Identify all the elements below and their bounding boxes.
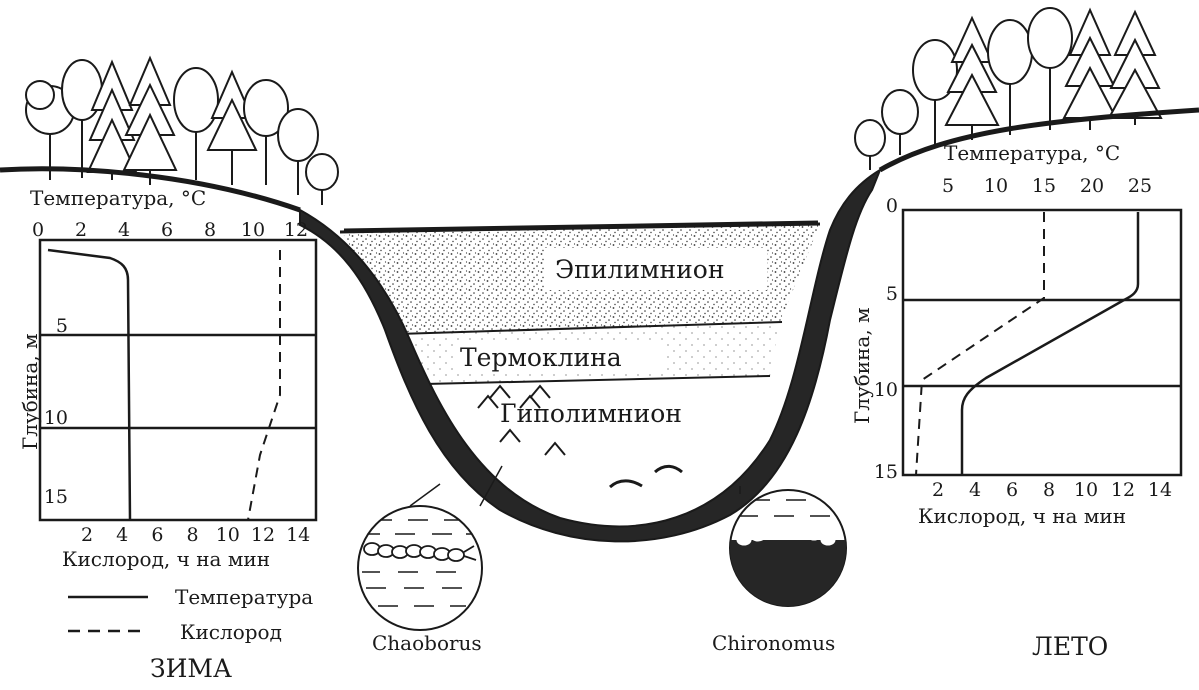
hypolimnion-layer (425, 376, 770, 489)
fir-tree-icon (1062, 7, 1118, 130)
winter-temp-tick-label: 12 (284, 219, 308, 241)
winter-depth-axis-label: Глубина, м (18, 333, 42, 450)
winter-temp-tick-label: 6 (161, 219, 173, 241)
winter-oxygen-tick-label: 8 (187, 524, 199, 546)
tree-icon (277, 108, 319, 195)
tree-icon (912, 39, 958, 145)
summer-depth-tick-label: 15 (874, 461, 898, 483)
summer-oxygen-axis-label: Кислород, ч на мин (918, 504, 1126, 528)
lake: Эпилимнион Термоклина Гиполимнион (0, 107, 1199, 543)
winter-oxygen-tick-label: 4 (116, 524, 128, 546)
chaoborus-label: Chaoborus (372, 631, 482, 655)
summer-oxygen-tick-label: 14 (1148, 479, 1172, 501)
summer-temp-tick-label: 5 (942, 175, 954, 197)
winter-temp-axis-label: Температура, °С (30, 186, 206, 210)
winter-depth-tick-label: 10 (44, 407, 68, 429)
summer-temp-tick-label: 20 (1080, 175, 1104, 197)
ground-right (878, 107, 1199, 173)
winter-depth-tick-label: 5 (56, 315, 68, 337)
chironomus-lens (729, 489, 847, 607)
chaoborus-lens (357, 505, 483, 631)
summer-season-label: ЛЕТО (1032, 632, 1108, 661)
summer-depth-ticks: 0 5 10 15 (874, 195, 898, 483)
chaoborus-larva-icon (363, 542, 477, 562)
winter-oxygen-tick-label: 2 (81, 524, 93, 546)
summer-oxygen-tick-label: 2 (932, 479, 944, 501)
winter-oxygen-line (247, 250, 281, 521)
summer-temp-tick-label: 15 (1032, 175, 1056, 197)
summer-oxygen-tick-label: 6 (1006, 479, 1018, 501)
winter-oxygen-tick-label: 6 (151, 524, 163, 546)
summer-temp-ticks: 5 10 15 20 25 (942, 175, 1152, 197)
hypolimnion-label: Гиполимнион (500, 399, 682, 428)
summer-oxygen-tick-label: 4 (969, 479, 981, 501)
thermocline-label: Термоклина (460, 343, 622, 372)
chironomus-larva-icon (736, 527, 836, 546)
summer-oxygen-line (915, 212, 1045, 476)
summer-oxygen-tick-label: 8 (1043, 479, 1055, 501)
summer-oxygen-ticks: 2 4 6 8 10 12 14 (932, 479, 1172, 501)
ground-left (0, 166, 301, 213)
summer-depth-axis-label: Глубина, м (850, 307, 874, 424)
legend-oxygen-label: Кислород (180, 620, 282, 644)
winter-chart: Температура, °С 0 2 4 6 8 10 12 5 10 15 Глубина,… (18, 186, 318, 571)
winter-temperature-line (47, 248, 132, 521)
tree-icon (243, 79, 289, 185)
fir-tree-icon (206, 69, 258, 185)
larvae-chevrons (477, 384, 566, 456)
summer-depth-tick-label: 10 (874, 379, 898, 401)
summer-temp-tick-label: 10 (984, 175, 1008, 197)
winter-depth-ticks: 5 10 15 (44, 315, 68, 508)
tree-icon (173, 67, 219, 180)
winter-temp-tick-label: 0 (32, 219, 44, 241)
winter-temp-tick-label: 10 (241, 219, 265, 241)
winter-temp-tick-label: 8 (204, 219, 216, 241)
tree-icon (854, 119, 886, 170)
winter-oxygen-axis-label: Кислород, ч на мин (62, 547, 270, 571)
winter-temp-ticks: 0 2 4 6 8 10 12 (32, 219, 308, 241)
summer-depth-tick-label: 0 (886, 195, 898, 217)
tree-icon (305, 153, 339, 205)
winter-oxygen-tick-label: 14 (286, 524, 310, 546)
winter-temp-tick-label: 2 (75, 219, 87, 241)
winter-oxygen-ticks: 2 4 6 8 10 12 14 (81, 524, 310, 546)
winter-temp-tick-label: 4 (118, 219, 130, 241)
summer-oxygen-tick-label: 12 (1111, 479, 1135, 501)
fir-tree-icon (1107, 9, 1163, 125)
tree-icon (1027, 7, 1073, 130)
fir-tree-icon (122, 55, 178, 185)
winter-depth-tick-label: 15 (44, 486, 68, 508)
summer-chart: Температура, °С 5 10 15 20 25 0 5 10 15 Глубина… (850, 141, 1183, 528)
legend-temperature-label: Температура (175, 585, 313, 609)
winter-plot-frame (38, 238, 318, 522)
forest-left (25, 55, 339, 205)
legend: Температура Кислород (68, 585, 313, 644)
tree-icon (881, 89, 919, 155)
winter-oxygen-tick-label: 12 (251, 524, 275, 546)
forest-right (854, 7, 1163, 170)
lake-basin (299, 167, 883, 543)
winter-season-label: ЗИМА (150, 654, 232, 683)
summer-temp-tick-label: 25 (1128, 175, 1152, 197)
epilimnion-label: Эпилимнион (555, 255, 724, 284)
fir-tree-icon (944, 15, 1000, 140)
winter-oxygen-tick-label: 10 (216, 524, 240, 546)
chironomus-label: Chironomus (712, 631, 835, 655)
summer-depth-tick-label: 5 (886, 283, 898, 305)
summer-temp-axis-label: Температура, °С (944, 141, 1120, 165)
summer-temperature-line (960, 212, 1140, 475)
summer-oxygen-tick-label: 10 (1074, 479, 1098, 501)
summer-plot-frame (901, 208, 1183, 477)
